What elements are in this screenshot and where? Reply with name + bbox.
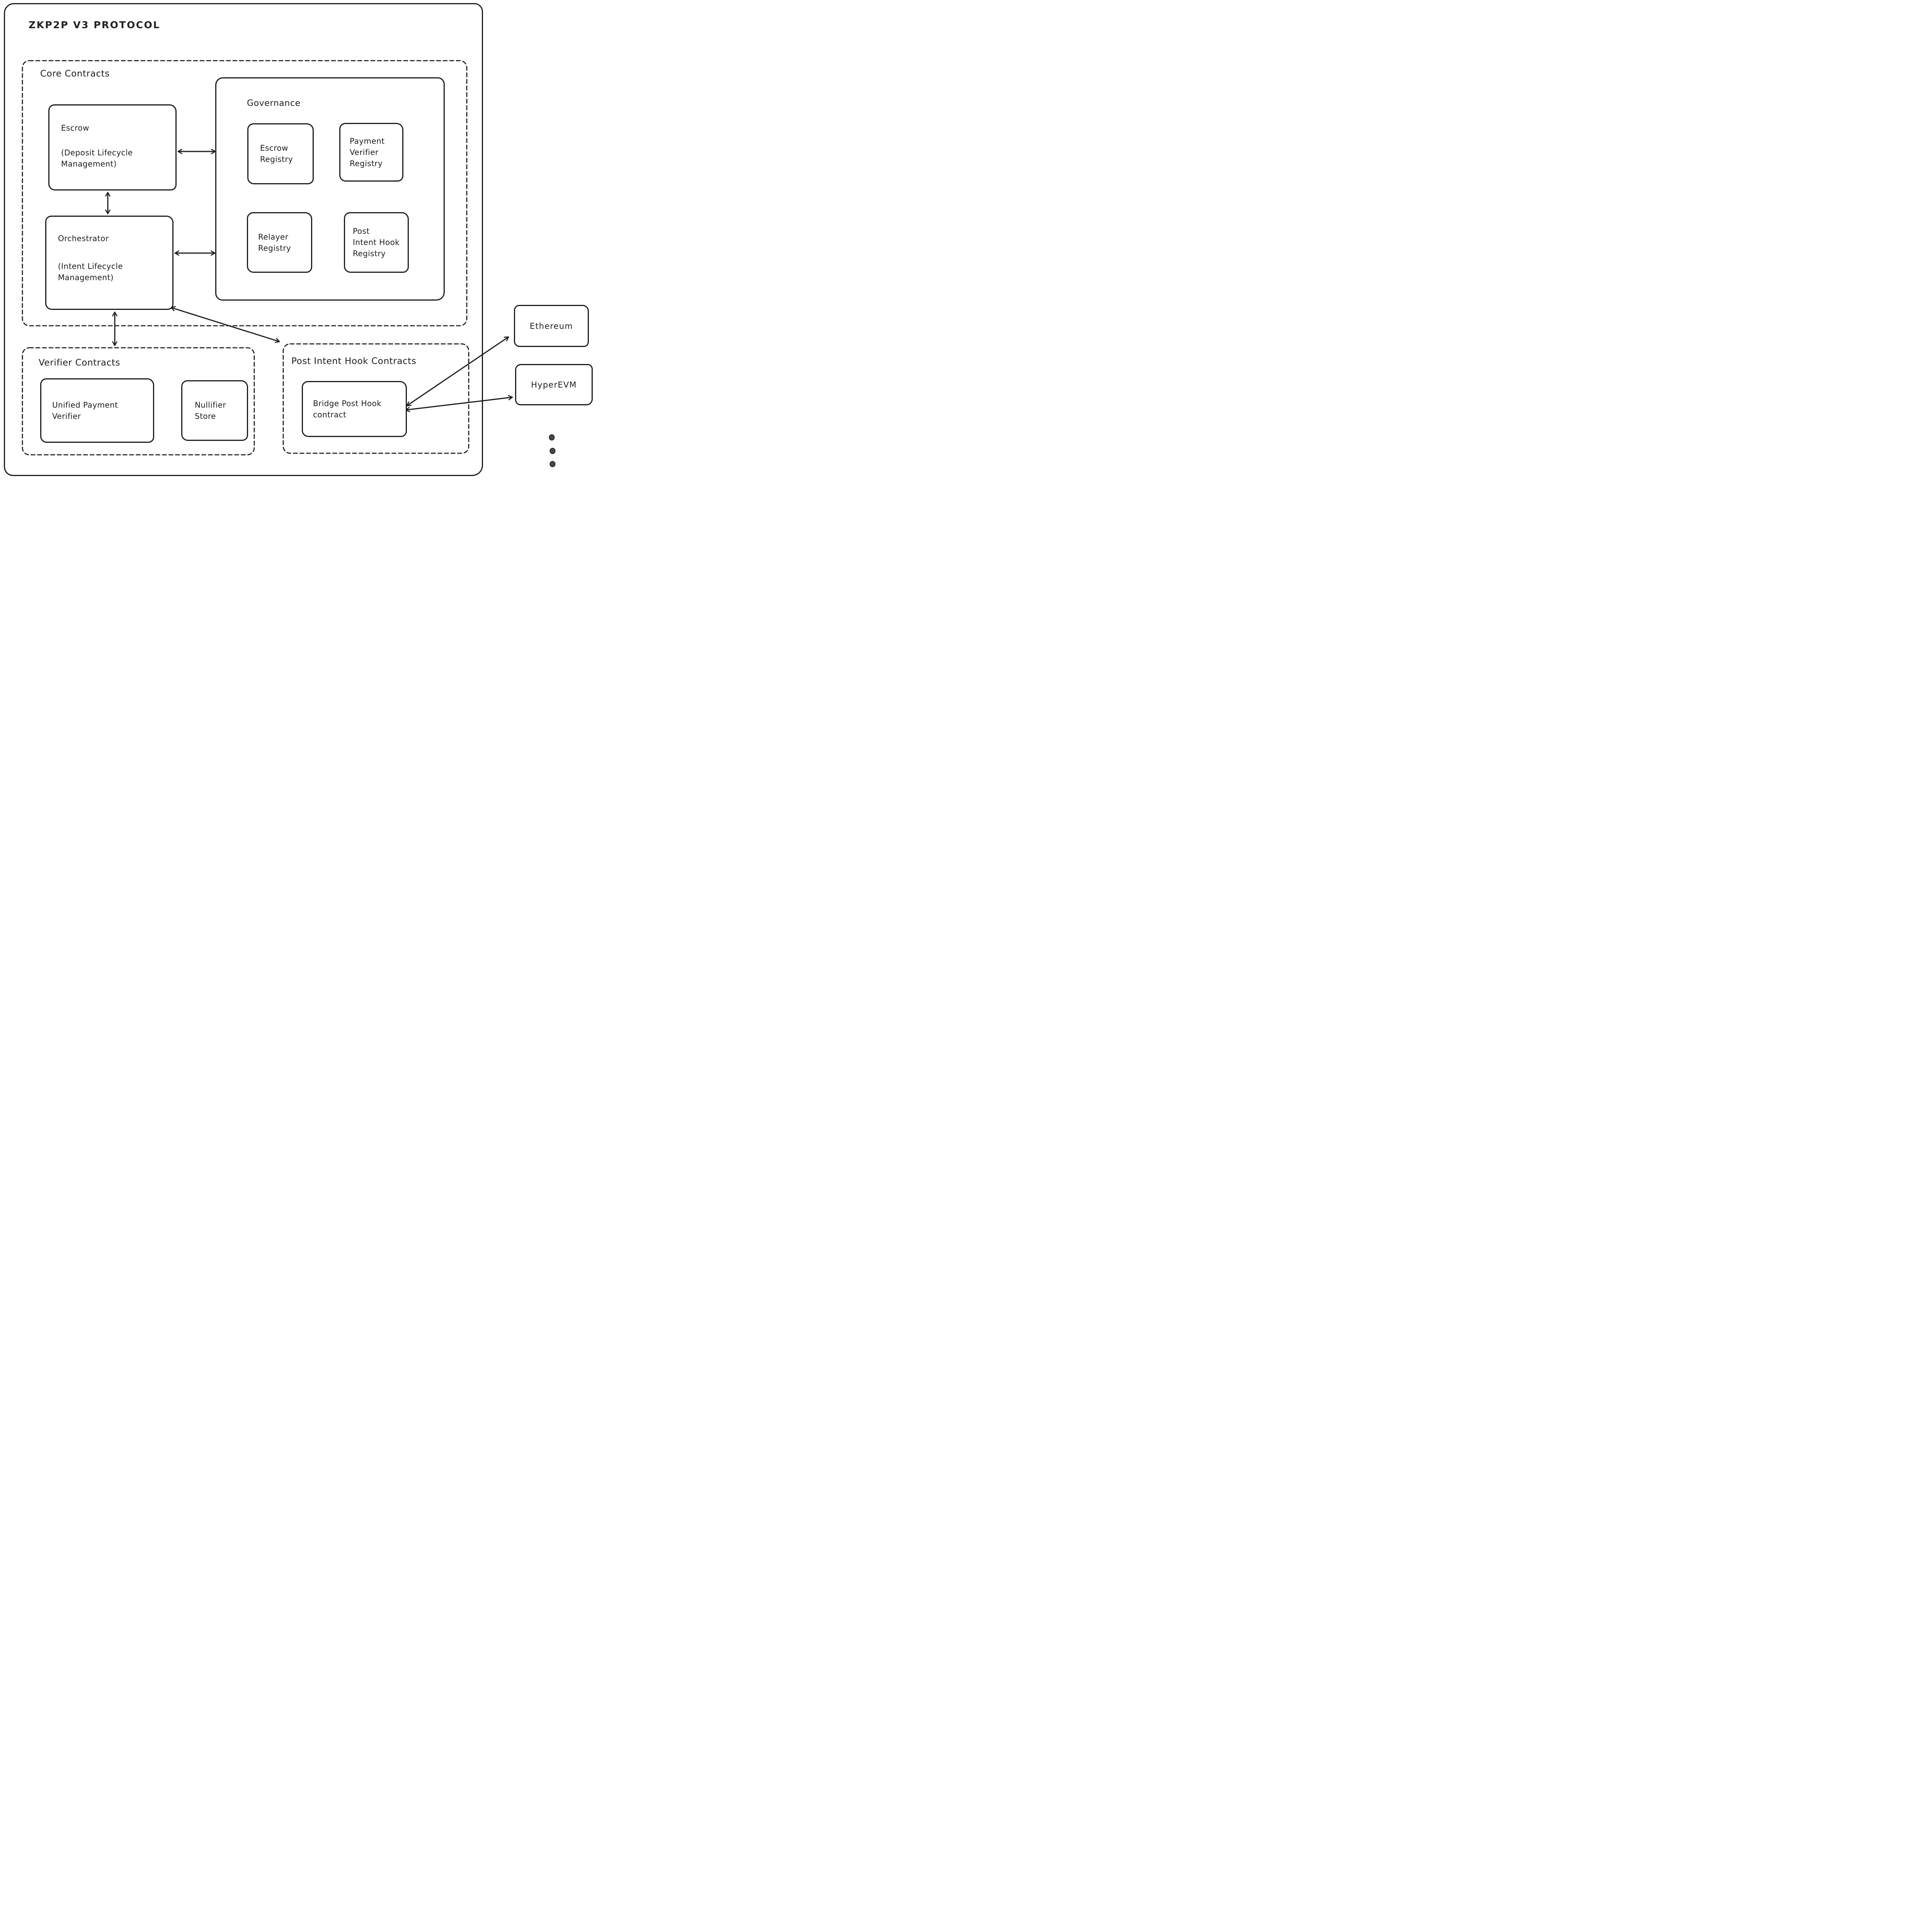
nullifier-store-label: Nullifier Store [195,400,226,421]
payment-verifier-registry-node: Payment Verifier Registry [339,123,403,182]
ethereum-node: Ethereum [514,305,589,347]
escrow-registry-label: Escrow Registry [260,143,293,164]
ethereum-label: Ethereum [529,321,573,331]
post-intent-hook-contracts-group-label: Post Intent Hook Contracts [291,356,417,366]
hyperevm-label: HyperEVM [531,380,577,389]
diagram-canvas: ZKP2P V3 PROTOCOL Core Contracts Verifie… [0,0,595,480]
orchestrator-node-subtitle: (Intent Lifecycle Management) [58,262,123,282]
diagram-title: ZKP2P V3 PROTOCOL [29,19,160,31]
post-intent-hook-registry-label: Post Intent Hook Registry [353,226,400,258]
orchestrator-node-title: Orchestrator [58,234,109,243]
escrow-node: Escrow (Deposit Lifecycle Management) [48,104,177,190]
relayer-registry-node: Relayer Registry [247,212,312,273]
bridge-post-hook-node: Bridge Post Hook contract [302,381,407,437]
more-chains-ellipsis-icon [549,434,556,467]
escrow-node-title: Escrow [61,123,89,133]
core-contracts-group-label: Core Contracts [40,69,110,79]
escrow-registry-node: Escrow Registry [247,123,314,184]
verifier-contracts-group-label: Verifier Contracts [39,358,121,368]
relayer-registry-label: Relayer Registry [258,232,291,253]
escrow-node-subtitle: (Deposit Lifecycle Management) [61,148,133,168]
protocol-box [4,3,483,476]
orchestrator-node: Orchestrator (Intent Lifecycle Managemen… [45,216,173,310]
unified-payment-verifier-node: Unified Payment Verifier [40,378,154,443]
payment-verifier-registry-label: Payment Verifier Registry [350,136,385,168]
unified-payment-verifier-label: Unified Payment Verifier [52,400,118,421]
bridge-post-hook-label: Bridge Post Hook contract [313,398,382,419]
post-intent-hook-registry-node: Post Intent Hook Registry [344,212,409,273]
hyperevm-node: HyperEVM [515,364,593,405]
governance-label: Governance [247,99,301,108]
nullifier-store-node: Nullifier Store [181,380,248,441]
